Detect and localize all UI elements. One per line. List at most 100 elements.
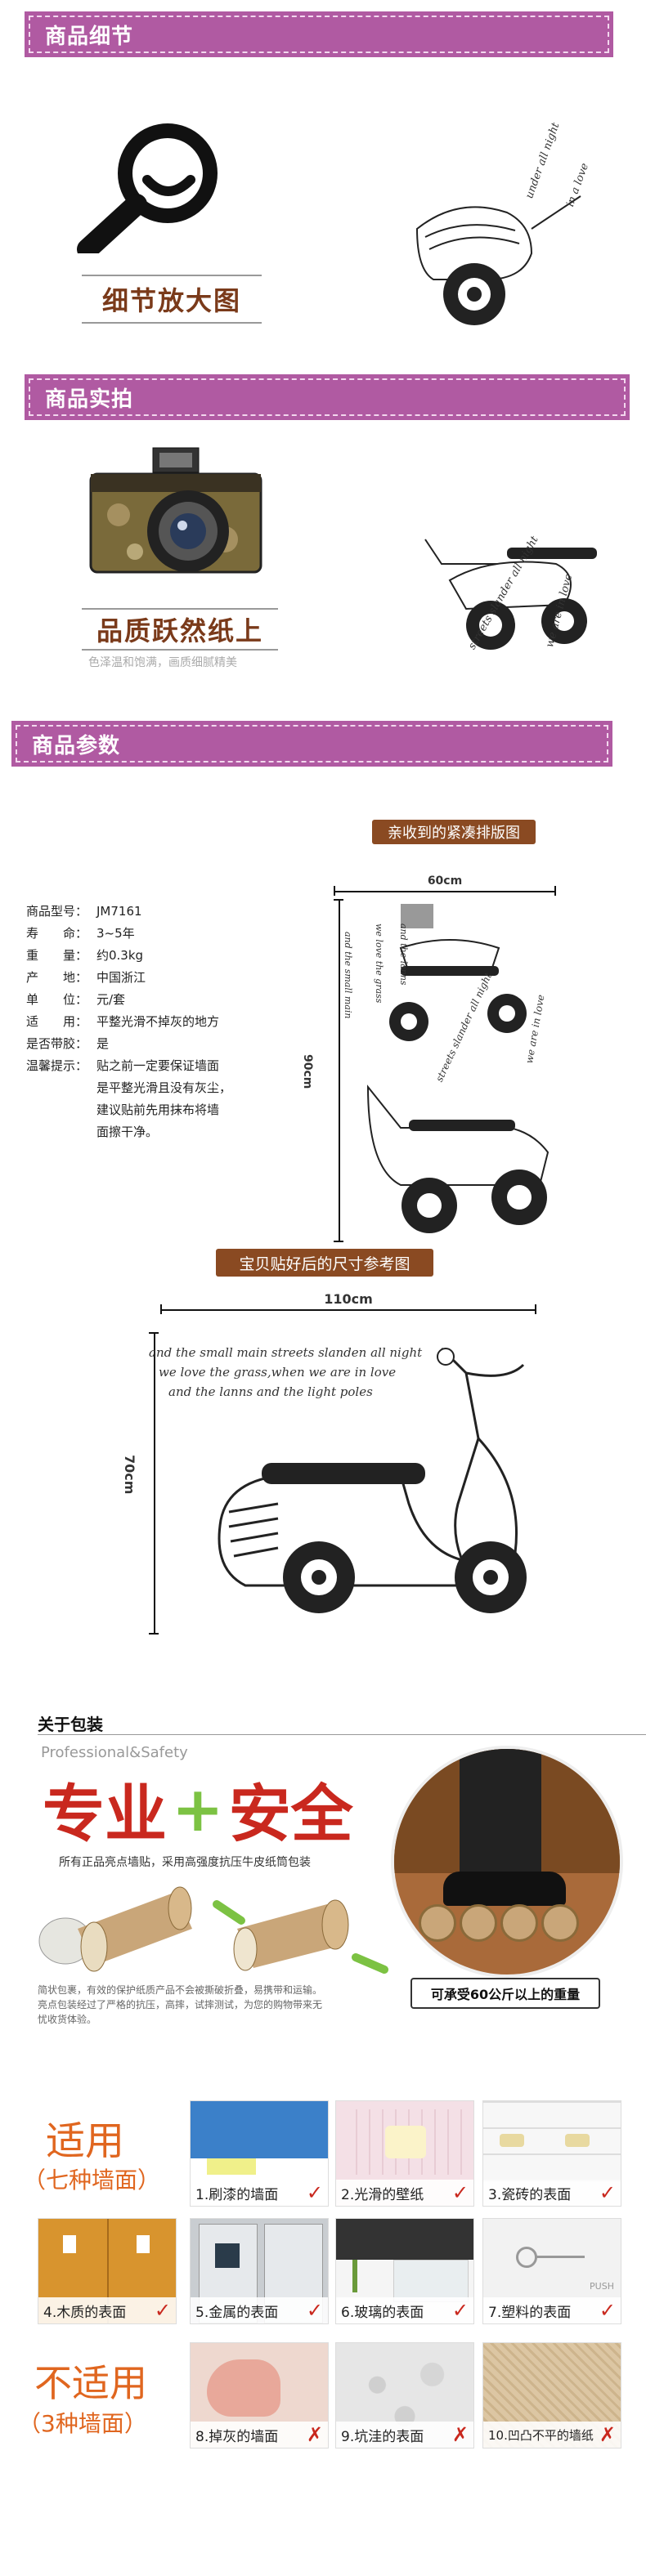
wall-tile-ceramic: 3.瓷砖的表面 ✓ — [482, 2100, 621, 2207]
spec-tip-line: 面擦干净。 — [26, 1121, 304, 1143]
spec-label: 是否带胶： — [26, 1036, 88, 1051]
size-script-1: and the small main streets slanden all n… — [149, 1345, 423, 1360]
params-banner: 商品参数 — [11, 721, 612, 767]
wall-tile-metal: 5.金属的表面 ✓ — [190, 2218, 329, 2324]
size-height-dimension — [146, 1332, 162, 1635]
compact-width-dimension: 60cm — [334, 874, 556, 896]
wall-label: 2.光滑的壁纸 — [341, 2186, 424, 2203]
quality-title: 品质跃然纸上 — [96, 615, 263, 646]
wall-tile-plastic: PUSH 7.塑料的表面 ✓ — [482, 2218, 621, 2324]
packaging-note-2: 亮点包装经过了严格的抗压，高摔，试摔测试，为您的购物带来无 — [38, 1999, 323, 2010]
spec-label: 商品型号： — [26, 904, 88, 919]
spec-value: 平整光滑不掉灰的地方 — [96, 1014, 220, 1029]
check-icon: ✓ — [306, 2181, 323, 2204]
spec-label: 温馨提示： — [26, 1058, 88, 1073]
spec-label: 适 用： — [26, 1014, 88, 1029]
cross-icon: ✗ — [451, 2423, 469, 2446]
wall-label: 8.掉灰的墙面 — [195, 2428, 279, 2445]
size-width-dimension: 110cm — [160, 1291, 536, 1322]
real-banner-title: 商品实拍 — [45, 387, 134, 412]
packaging-note-3: 忧收货体验。 — [38, 2014, 97, 2025]
push-label: PUSH — [590, 2281, 614, 2292]
camera-icon — [89, 447, 262, 574]
size-scooter-illustration — [218, 1347, 527, 1613]
wall-tile-wallpaper: 2.光滑的壁纸 ✓ — [335, 2100, 474, 2207]
zoom-label-wrap: 细节放大图 — [82, 275, 262, 324]
packaging-notes: 简状包裹，有效的保护纸质产品不会被撕破折叠，易携带和运输。 亮点包装经过了严格的… — [38, 1983, 389, 2027]
check-icon: ✓ — [306, 2299, 323, 2322]
wall-label: 10.凹凸不平的墙纸 — [488, 2427, 594, 2443]
wall-tile-bumpy: 10.凹凸不平的墙纸 ✗ — [482, 2342, 621, 2449]
heading-safe: 安全 — [228, 1778, 353, 1850]
zoom-label: 细节放大图 — [101, 285, 241, 316]
quality-subtitle: 色泽温和饱满，画质细腻精美 — [88, 656, 237, 669]
spec-value: 中国浙江 — [96, 970, 146, 985]
spec-value: 约0.3kg — [96, 948, 144, 963]
spec-value: 3~5年 — [96, 926, 135, 941]
packaging-subtitle: Professional&Safety — [41, 1744, 188, 1761]
weight-test-photo — [391, 1746, 623, 1978]
spec-label: 重 量： — [26, 948, 88, 963]
detail-banner: 商品细节 — [25, 11, 613, 57]
packaging-title: 关于包装 — [38, 1715, 103, 1734]
spec-label: 单 位： — [26, 992, 88, 1007]
magnifier-icon — [77, 123, 218, 253]
packaging-note-1: 简状包裹，有效的保护纸质产品不会被撕破折叠，易携带和运输。 — [38, 1984, 323, 1996]
spec-value: JM7161 — [96, 904, 142, 919]
scooter-detail-illustration — [415, 195, 581, 325]
spec-tip-line: 是平整光滑且没有灰尘， — [26, 1077, 304, 1099]
heading-pro: 专业 — [43, 1778, 167, 1850]
spec-tip-1: 是平整光滑且没有灰尘， — [96, 1080, 232, 1095]
spec-value: 贴之前一定要保证墙面 — [96, 1058, 220, 1073]
size-script-2: we love the grass,when we are in love — [159, 1365, 397, 1380]
wall-label: 6.玻璃的表面 — [341, 2304, 424, 2321]
spec-value: 是 — [96, 1036, 110, 1051]
spec-row: 产 地： 中国浙江 — [26, 967, 304, 989]
compact-script-2: we love the grass — [374, 924, 384, 1004]
spec-row: 温馨提示： 贴之前一定要保证墙面 — [26, 1055, 304, 1077]
compact-script-3: and the lanns — [398, 924, 409, 986]
wall-label: 7.塑料的表面 — [488, 2304, 572, 2321]
spec-list: 商品型号：JM7161 寿 命：3~5年 重 量：约0.3kg 产 地：中国浙江… — [26, 901, 304, 1143]
weight-badge: 可承受60公斤以上的重量 — [410, 1978, 600, 2009]
wall-label: 5.金属的表面 — [195, 2304, 279, 2321]
check-icon: ✓ — [599, 2181, 616, 2204]
check-icon: ✓ — [451, 2181, 469, 2204]
check-icon: ✓ — [599, 2299, 616, 2322]
spec-value: 元/套 — [96, 992, 126, 1007]
key-icon — [516, 2247, 537, 2268]
suitable-title: 适用 — [46, 2118, 125, 2164]
compact-width-label: 60cm — [427, 874, 463, 888]
wall-label: 4.木质的表面 — [43, 2304, 127, 2321]
quality-title-wrap: 品质跃然纸上 — [82, 608, 278, 651]
size-script-3: and the lanns and the light poles — [168, 1384, 373, 1399]
check-icon: ✓ — [154, 2299, 171, 2322]
wall-label: 3.瓷砖的表面 — [488, 2186, 572, 2203]
packaging-divider — [38, 1734, 646, 1735]
spec-row: 单 位： 元/套 — [26, 989, 304, 1011]
detail-banner-title: 商品细节 — [45, 24, 134, 49]
wall-tile-glass: 6.玻璃的表面 ✓ — [335, 2218, 474, 2324]
spec-label: 产 地： — [26, 970, 88, 985]
spec-tip-line: 建议贴前先用抹布将墙 — [26, 1099, 304, 1121]
unsuitable-subtitle: （3种墙面） — [18, 2410, 147, 2437]
spec-row: 适 用： 平整光滑不掉灰的地方 — [26, 1011, 304, 1033]
check-icon: ✓ — [451, 2299, 469, 2322]
spec-row: 重 量： 约0.3kg — [26, 945, 304, 967]
wall-label: 9.坑洼的表面 — [341, 2428, 424, 2445]
spec-tip-2: 建议贴前先用抹布将墙 — [96, 1102, 220, 1117]
tube-package-illustration — [38, 1886, 388, 1974]
suitable-subtitle: （七种墙面） — [23, 2167, 161, 2194]
compact-height-label: 90cm — [301, 1054, 314, 1089]
compact-layout-label: 亲收到的紧凑排版图 — [372, 820, 536, 844]
spec-row: 商品型号： JM7161 — [26, 901, 304, 923]
pro-safe-heading: 专业 + 安全 — [43, 1764, 353, 1854]
unsuitable-title: 不适用 — [34, 2361, 147, 2405]
cross-icon: ✗ — [599, 2423, 616, 2446]
size-reference-label: 宝贝贴好后的尺寸参考图 — [216, 1249, 433, 1277]
compact-height-dimension — [324, 899, 343, 1242]
params-banner-title: 商品参数 — [32, 733, 121, 758]
cross-icon: ✗ — [306, 2423, 323, 2446]
scooter-photo-illustration — [424, 539, 597, 650]
wall-label: 1.刷漆的墙面 — [195, 2186, 279, 2203]
